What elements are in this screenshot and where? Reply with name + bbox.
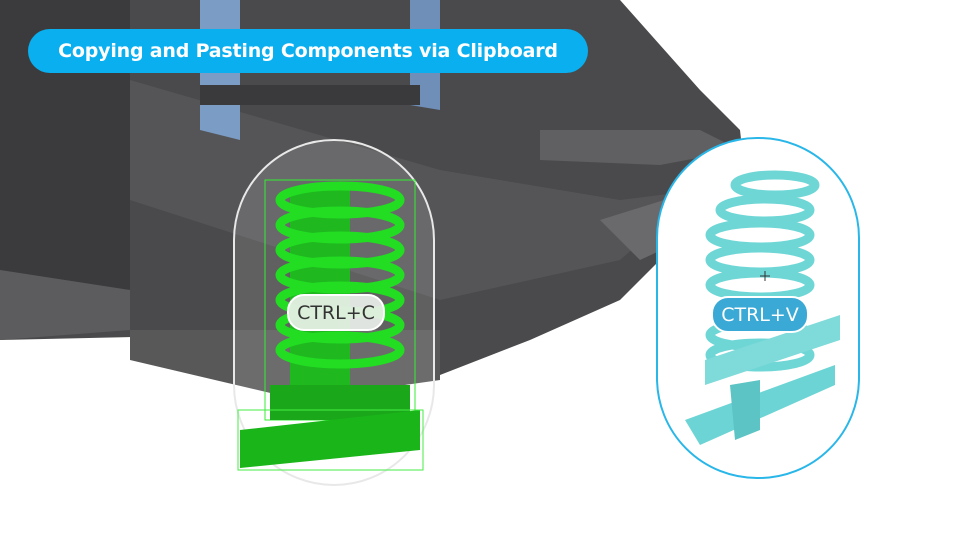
- pasted-spring-component[interactable]: [685, 170, 840, 445]
- copy-shortcut-label: CTRL+C: [287, 294, 385, 331]
- tutorial-title-banner: Copying and Pasting Components via Clipb…: [28, 29, 588, 73]
- mouse-cursor-icon: [760, 271, 770, 281]
- paste-shortcut-label: CTRL+V: [711, 296, 809, 333]
